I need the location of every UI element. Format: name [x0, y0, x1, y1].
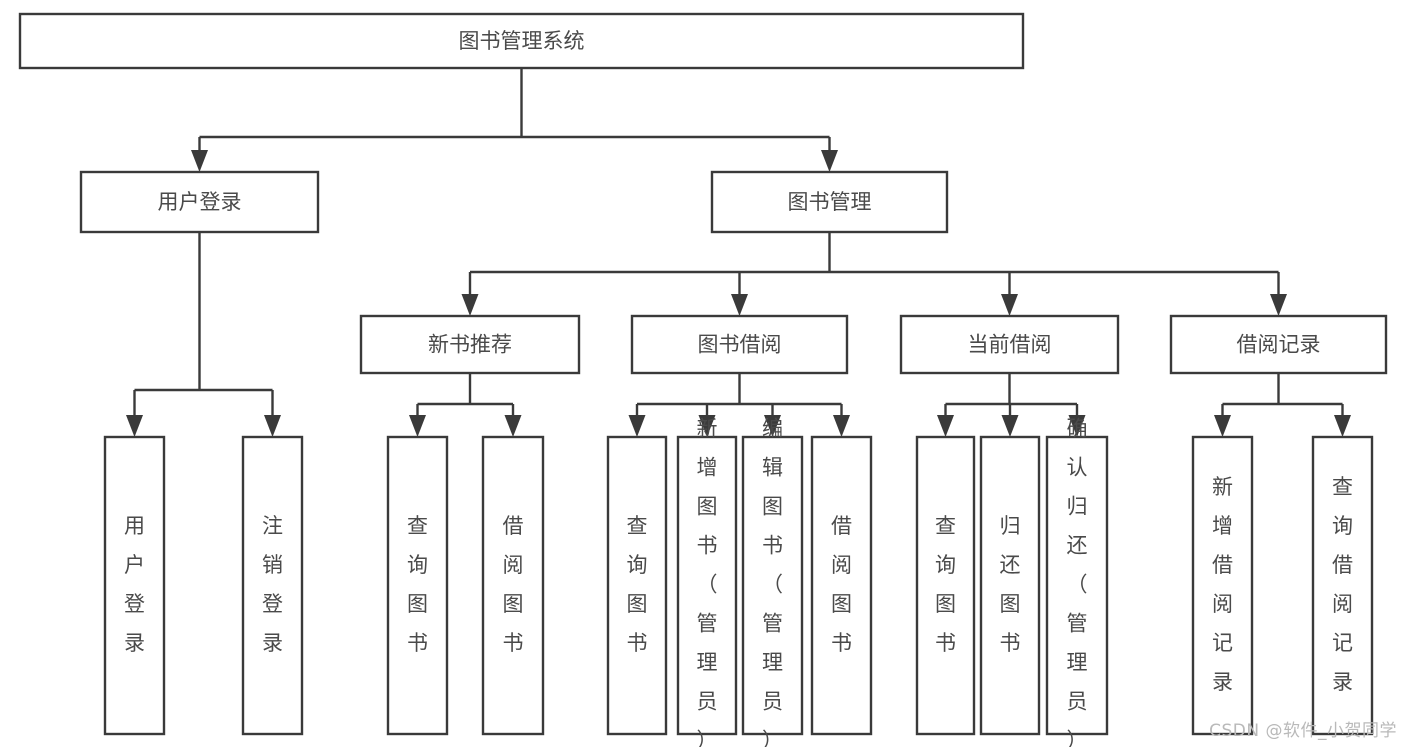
node-label: 借阅图书 — [503, 514, 524, 655]
node-label: 新增借阅记录 — [1212, 475, 1233, 694]
node-leaf-borrow-3[interactable]: 编辑图书（管理员） — [741, 417, 804, 747]
node-leaf-rec-1[interactable]: 新增借阅记录 — [1191, 435, 1254, 736]
node-label: 当前借阅 — [968, 333, 1052, 357]
node-box — [103, 435, 166, 736]
node-leaf-borrow-4[interactable]: 借阅图书 — [810, 435, 873, 736]
node-leaf-new-2[interactable]: 借阅图书 — [481, 435, 545, 736]
node-box — [79, 170, 320, 234]
edge-arrowhead — [698, 415, 716, 437]
edge-arrowhead — [1270, 294, 1287, 316]
node-leaf-login-1[interactable]: 用户登录 — [103, 435, 166, 736]
edge-arrowhead — [1001, 294, 1018, 316]
node-box — [1311, 435, 1374, 736]
node-box — [1191, 435, 1254, 736]
edge-layer — [126, 68, 1351, 437]
node-leaf-rec-2[interactable]: 查询借阅记录 — [1311, 435, 1374, 736]
node-login[interactable]: 用户登录 — [79, 170, 320, 234]
node-box — [1169, 314, 1388, 375]
edge-arrowhead — [628, 415, 646, 437]
node-label: 图书管理 — [788, 190, 872, 214]
edge-arrowhead — [821, 150, 838, 172]
node-label: 图书借阅 — [698, 333, 782, 357]
node-box — [710, 170, 949, 234]
node-box — [979, 435, 1041, 736]
node-leaf-borrow-1[interactable]: 查询图书 — [606, 435, 668, 736]
node-label: 查询图书 — [935, 514, 956, 655]
node-box — [386, 435, 449, 736]
edge-arrowhead — [1068, 415, 1086, 437]
node-leaf-cur-1[interactable]: 查询图书 — [915, 435, 976, 736]
node-leaf-new-1[interactable]: 查询图书 — [386, 435, 449, 736]
node-label: 用户登录 — [158, 190, 242, 214]
node-label: 归还图书 — [1000, 514, 1021, 655]
node-current[interactable]: 当前借阅 — [899, 314, 1120, 375]
node-label: 新增图书（管理员） — [697, 417, 718, 747]
edge-arrowhead — [1214, 415, 1231, 437]
node-leaf-cur-2[interactable]: 归还图书 — [979, 435, 1041, 736]
edge-arrowhead — [833, 415, 850, 437]
node-label: 用户登录 — [124, 514, 145, 655]
edge-arrowhead — [126, 415, 143, 437]
node-box — [18, 12, 1025, 70]
node-label: 确认归还（管理员） — [1067, 417, 1088, 747]
node-label: 借阅图书 — [831, 514, 852, 655]
node-label: 查询借阅记录 — [1332, 475, 1353, 694]
edge-arrowhead — [504, 415, 522, 437]
node-root[interactable]: 图书管理系统 — [18, 12, 1025, 70]
node-bookmgmt[interactable]: 图书管理 — [710, 170, 949, 234]
node-leaf-cur-3[interactable]: 确认归还（管理员） — [1045, 417, 1109, 747]
node-leaf-login-2[interactable]: 注销登录 — [241, 435, 304, 736]
watermark-text: CSDN @软件_小贺同学 — [1209, 721, 1397, 741]
node-newbook[interactable]: 新书推荐 — [359, 314, 581, 375]
node-box — [676, 435, 738, 736]
node-leaf-borrow-2[interactable]: 新增图书（管理员） — [676, 417, 738, 747]
edge-arrowhead — [461, 294, 479, 316]
node-records[interactable]: 借阅记录 — [1169, 314, 1388, 375]
node-box — [241, 435, 304, 736]
node-label: 借阅记录 — [1237, 333, 1321, 357]
node-label: 编辑图书（管理员） — [762, 417, 783, 747]
node-label: 图书管理系统 — [459, 29, 585, 53]
node-box — [899, 314, 1120, 375]
edge-arrowhead — [937, 415, 954, 437]
node-label: 新书推荐 — [428, 333, 512, 357]
node-box — [359, 314, 581, 375]
edge-arrowhead — [764, 415, 781, 437]
edge-arrowhead — [1334, 415, 1351, 437]
node-label: 查询图书 — [407, 514, 428, 655]
node-box — [741, 435, 804, 736]
node-layer: 图书管理系统用户登录图书管理新书推荐图书借阅当前借阅借阅记录用户登录注销登录查询… — [18, 12, 1388, 747]
node-label: 注销登录 — [262, 514, 283, 655]
edge-arrowhead — [1001, 415, 1019, 437]
node-label: 查询图书 — [627, 514, 648, 655]
node-box — [606, 435, 668, 736]
edge-arrowhead — [409, 415, 426, 437]
node-box — [915, 435, 976, 736]
node-borrow[interactable]: 图书借阅 — [630, 314, 849, 375]
edge-arrowhead — [264, 415, 281, 437]
node-box — [810, 435, 873, 736]
edge-arrowhead — [731, 294, 748, 316]
node-box — [481, 435, 545, 736]
node-box — [1045, 435, 1109, 736]
edge-arrowhead — [191, 150, 208, 172]
node-box — [630, 314, 849, 375]
